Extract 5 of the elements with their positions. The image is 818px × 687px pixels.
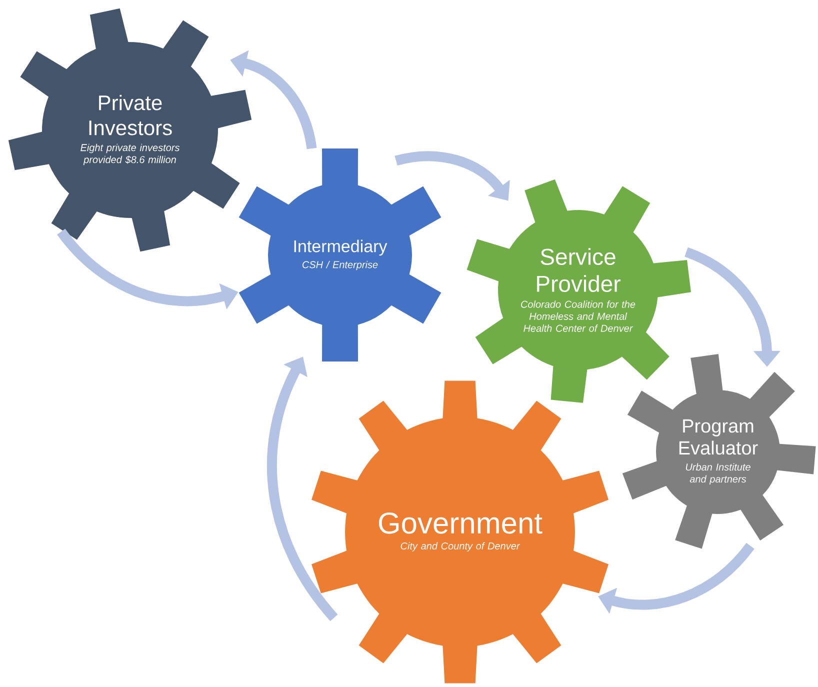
gear: Government City and County of Denver	[312, 380, 608, 684]
gear: Intermediary CSH / Enterprise	[238, 148, 442, 362]
gear: Private Investors Eight private investors provided $8.6 million	[8, 8, 252, 252]
gear: Service Provider Colorado Coalition for the Homeless and Mental Health Center of Denver	[466, 179, 691, 403]
gear: Program Evaluator Urban Institute and partners	[622, 354, 816, 549]
